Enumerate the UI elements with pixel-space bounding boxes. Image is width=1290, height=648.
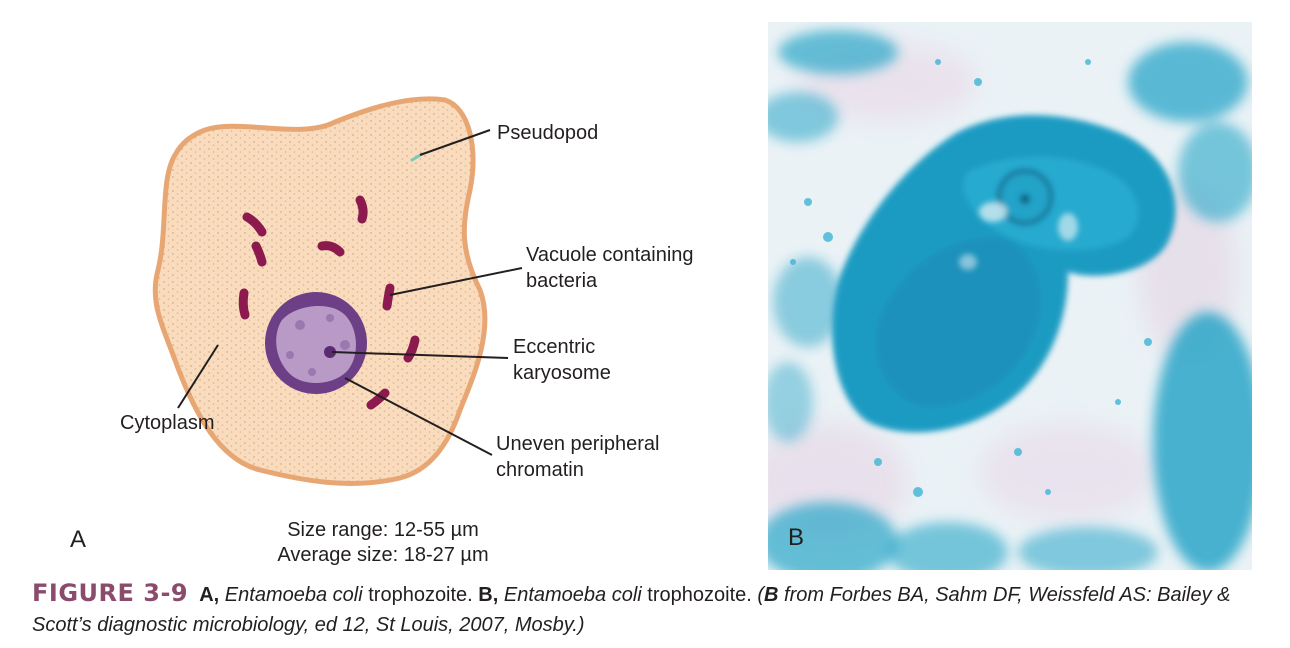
bacterium: [382, 283, 395, 311]
panel-a-letter: A: [70, 526, 87, 553]
figure-caption: FIGURE 3-9 A, Entamoeba coli trophozoite…: [32, 578, 1284, 640]
pseudopod-leader: [419, 129, 491, 156]
bacterium: [251, 241, 267, 267]
caption-a-species: Entamoeba coli: [224, 584, 363, 606]
micrograph-image: [768, 22, 1252, 570]
bacterium: [403, 335, 420, 363]
caption-a-marker: A,: [199, 584, 220, 606]
bacterium: [242, 212, 267, 237]
caption-source-b: B: [764, 584, 779, 606]
figure-panel-a: Pseudopod Vacuole containing bacteria Ec…: [70, 96, 694, 568]
panel-b-letter: B: [788, 524, 805, 551]
figure-label: FIGURE 3-9: [32, 579, 189, 607]
vacuole-leader: [389, 267, 523, 296]
caption-source-text: from Forbes BA, Sahm DF, Weissfeld AS: B…: [32, 584, 1231, 636]
size-range: Size range: 12-55 µm: [287, 519, 479, 541]
label-karyosome-line1: Eccentric: [513, 336, 596, 358]
label-chromatin-line1: Uneven peripheral: [496, 433, 660, 455]
figure-panel-b-micrograph: B: [768, 22, 1252, 570]
bacterium: [366, 388, 390, 410]
cytoplasm-leader: [177, 344, 219, 409]
label-vacuole-line1: Vacuole containing: [526, 244, 694, 266]
karyosome: [324, 346, 336, 358]
label-chromatin-line2: chromatin: [496, 459, 584, 481]
chromatin-texture: [286, 314, 350, 376]
caption-a-text: trophozoite.: [362, 584, 479, 606]
caption-b-marker: B,: [478, 584, 499, 606]
chromatin-leader: [344, 377, 493, 456]
size-info: Size range: 12-55 µm Average size: 18-27…: [258, 518, 508, 568]
label-karyosome-line2: karyosome: [513, 362, 611, 384]
bacteria-group: [238, 195, 420, 410]
label-vacuole-line2: bacteria: [526, 270, 598, 292]
bacterium: [238, 288, 250, 320]
karyosome-leader: [331, 351, 509, 359]
label-pseudopod: Pseudopod: [497, 122, 599, 144]
caption-source-open: (: [757, 584, 765, 606]
leader-lines: [177, 129, 523, 456]
trophozoite-diagram: [152, 96, 523, 486]
bacterium: [355, 195, 368, 224]
caption-b-species: Entamoeba coli: [503, 584, 642, 606]
label-cytoplasm: Cytoplasm: [120, 412, 215, 434]
average-size: Average size: 18-27 µm: [277, 544, 489, 566]
bacterium: [317, 241, 345, 257]
caption-b-text: trophozoite.: [641, 584, 758, 606]
